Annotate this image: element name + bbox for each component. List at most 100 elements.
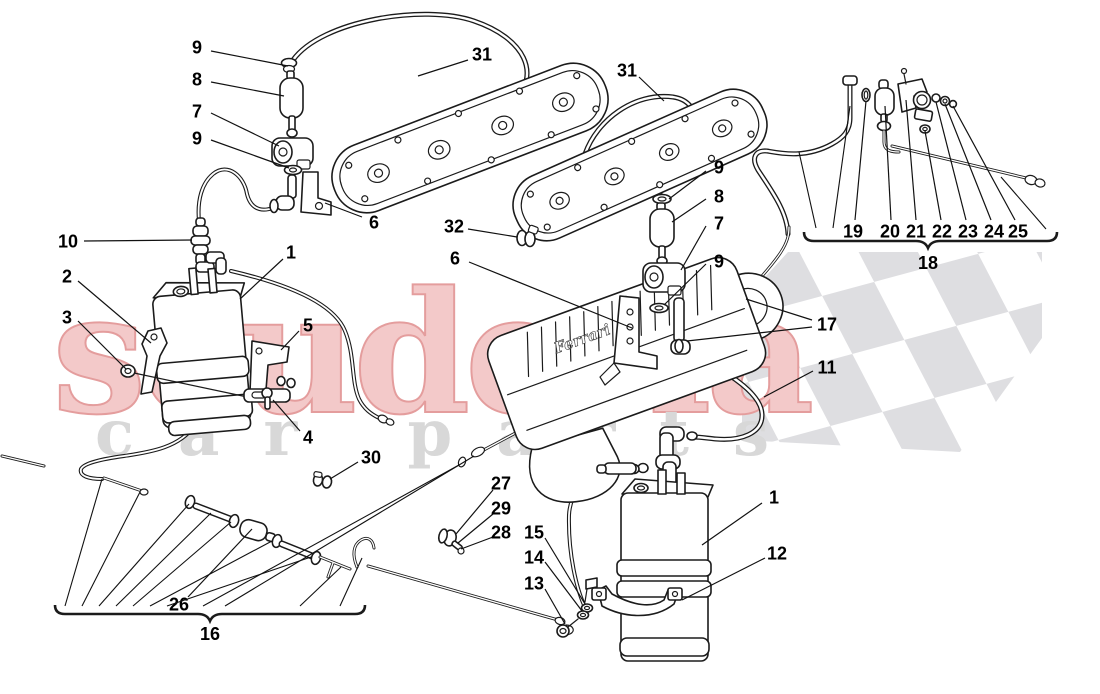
callout-15: 15: [524, 523, 586, 605]
callout-31: 31: [417, 45, 492, 77]
callout-number: 13: [524, 574, 544, 594]
callout-number: 1: [286, 243, 296, 263]
callout-1: 1: [239, 243, 296, 300]
drain-fixing-13-14-15: [556, 603, 594, 638]
callout-number: 24: [984, 222, 1004, 242]
group-brace-18: 18: [798, 105, 1059, 273]
callout-number: 1: [769, 488, 779, 508]
callout-number: 27: [491, 474, 511, 494]
callout-number: 9: [192, 129, 202, 149]
right-valve-assembly: [599, 193, 691, 386]
callout-number: 2: [62, 267, 72, 287]
callout-9: 9: [192, 129, 290, 169]
callout-number: 17: [817, 315, 837, 335]
callout-12: 12: [681, 544, 787, 601]
callout-layer: 9879102315430263131326698791711112151413…: [53, 38, 1059, 644]
callout-number: 6: [369, 213, 379, 233]
callout-number: 15: [524, 523, 544, 543]
callout-14: 14: [524, 548, 583, 612]
callout-number: 20: [880, 222, 900, 242]
callout-number: 31: [617, 61, 637, 81]
callout-26: 26: [169, 528, 253, 615]
callout-9: 9: [663, 252, 724, 306]
callout-number: 31: [472, 45, 492, 65]
callout-number: 7: [714, 214, 724, 234]
callout-number: 18: [918, 253, 938, 273]
callout-number: 22: [932, 222, 952, 242]
callout-19: 19: [843, 100, 867, 242]
callout-3: 3: [62, 308, 127, 370]
line-art: Ferrari: [0, 11, 1046, 662]
clamp-27-assembly: [437, 528, 465, 555]
callout-number: 32: [444, 217, 464, 237]
group-brace-16: 16: [53, 455, 475, 644]
callout-31: 31: [617, 61, 665, 102]
callout-1: 1: [701, 488, 779, 546]
callout-13: 13: [524, 574, 566, 625]
callout-number: 4: [303, 428, 313, 448]
top-right-assembly: [842, 67, 958, 154]
callout-22: 22: [924, 130, 952, 242]
brace-path: [802, 231, 1059, 252]
callout-27: 27: [455, 474, 511, 535]
callout-number: 21: [906, 222, 926, 242]
callout-30: 30: [329, 448, 381, 480]
callout-24: 24: [944, 103, 1004, 242]
callout-11: 11: [763, 358, 837, 398]
callout-7: 7: [680, 214, 724, 271]
hose-valve-to-connector: [196, 167, 275, 223]
left-canister: [152, 267, 254, 437]
callout-number: 6: [450, 249, 460, 269]
callout-number: 8: [714, 187, 724, 207]
callout-5: 5: [280, 316, 313, 351]
callout-9: 9: [192, 38, 289, 67]
clip-30: [312, 471, 333, 489]
callout-number: 16: [200, 624, 220, 644]
canister-bracket-2: [120, 327, 253, 399]
callout-29: 29: [457, 499, 511, 544]
callout-17: 17: [686, 298, 837, 342]
callout-number: 29: [491, 499, 511, 519]
callout-25: 25: [952, 105, 1028, 242]
callout-21: 21: [905, 99, 926, 242]
callout-number: 11: [817, 358, 836, 378]
callout-number: 10: [58, 232, 78, 252]
left-valve-assembly: [269, 57, 332, 216]
callout-number: 19: [843, 222, 863, 242]
callout-number: 8: [192, 70, 202, 90]
callout-number: 28: [491, 523, 511, 543]
callout-number: 26: [169, 595, 189, 615]
canister-bracket-5: [243, 340, 296, 410]
hose-canister-drain: [78, 423, 197, 481]
callout-8: 8: [192, 70, 285, 97]
callout-number: 12: [767, 544, 787, 564]
callout-number: 23: [958, 222, 978, 242]
checkered-flag-watermark: [742, 252, 1042, 452]
right-canister: [616, 469, 714, 662]
callout-number: 7: [192, 102, 202, 122]
callout-number: 25: [1008, 222, 1028, 242]
callout-number: 5: [303, 316, 313, 336]
callout-number: 14: [524, 548, 544, 568]
callout-8: 8: [671, 187, 724, 223]
hose-canister-right-stub: [229, 269, 381, 420]
callout-6: 6: [324, 202, 379, 233]
left-cam-cover: [331, 62, 609, 214]
clamp-32: [516, 224, 539, 248]
callout-number: 9: [192, 38, 202, 58]
callout-2: 2: [62, 267, 152, 344]
callout-number: 9: [714, 252, 724, 272]
hose-18-top: [752, 81, 853, 237]
callout-number: 9: [714, 158, 724, 178]
callout-9: 9: [668, 158, 724, 200]
callout-4: 4: [272, 399, 313, 448]
callout-6: 6: [450, 249, 633, 329]
callout-number: 30: [361, 448, 381, 468]
callout-number: 3: [62, 308, 72, 328]
callout-10: 10: [58, 232, 193, 252]
right-cam-cover: [512, 88, 768, 242]
connector-10: [190, 217, 227, 275]
brace-path: [53, 604, 367, 625]
